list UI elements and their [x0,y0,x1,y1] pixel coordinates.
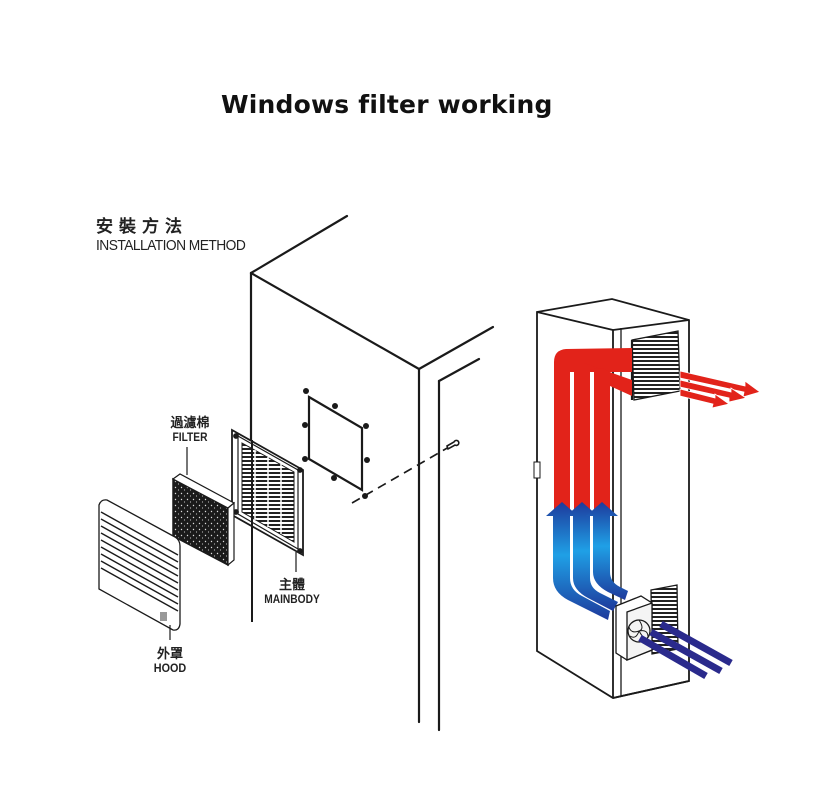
page-title: Windows filter working [221,90,553,119]
hood-louvers [100,511,179,612]
cabinet-top-edge-left [249,214,349,275]
wall-cutout [307,395,364,492]
filter-label-cn: 過濾棉 [170,416,210,431]
filter-part [171,473,236,567]
mounting-screw [351,439,460,504]
hood-part [98,499,181,631]
cabinet-wall [249,214,495,732]
hot-stream-3 [594,368,632,512]
installation-heading-cn: 安裝方法 [96,217,188,237]
cool-stream-1 [546,502,610,620]
screw-holes [302,388,370,499]
exhaust-arrow-3 [679,388,730,409]
cabinet-top-edge-right [417,325,495,371]
mainbody-label-cn: 主體 [278,578,305,593]
hot-air-streams [554,348,632,512]
exhaust-arrow-1 [679,370,761,398]
intake-stream-2 [649,628,723,675]
cool-stream-2 [566,502,618,611]
cool-stream-3 [586,502,628,600]
intake-stream-3 [638,634,708,680]
hot-stream-1 [554,348,632,512]
hot-stream-2 [574,363,632,512]
cool-air-streams [546,502,628,620]
cabinet-top-edge-front [249,271,421,371]
exhaust-grille [630,330,681,401]
mainbody-part [231,428,304,557]
hood-label-en: HOOD [153,661,187,675]
cabinet-handle [533,461,541,479]
filter-label-en: FILTER [172,430,208,444]
exhaust-arrows [679,370,761,409]
mainbody-label-en: MAINBODY [264,592,320,606]
intake-streams [638,620,733,680]
hood-label-cn: 外罩 [156,647,183,662]
exhaust-arrow-2 [679,379,747,403]
intake-stream-1 [659,620,733,667]
installation-heading-en: INSTALLATION METHOD [96,237,246,254]
